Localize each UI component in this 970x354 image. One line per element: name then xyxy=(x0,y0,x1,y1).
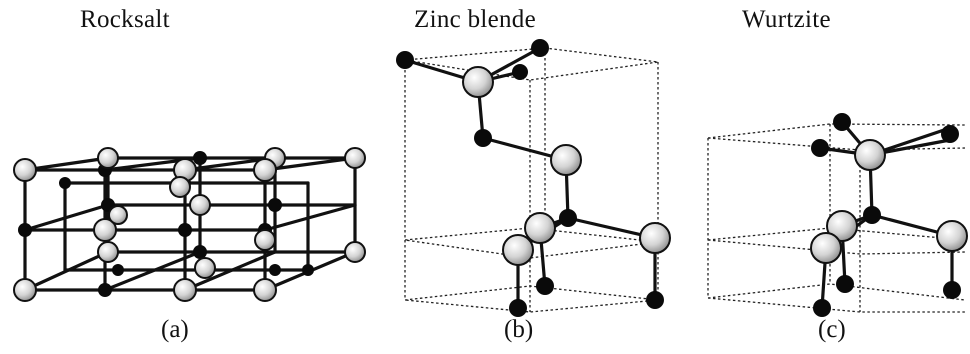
wurtzite-title: Wurtzite xyxy=(742,6,831,33)
rocksalt-structure xyxy=(13,147,366,302)
zinc-blende-cell-outline xyxy=(404,47,659,313)
caption-c: (c) xyxy=(818,316,846,343)
wurtzite-structure xyxy=(707,113,968,317)
rocksalt-cations xyxy=(18,151,314,297)
wurtzite-cations xyxy=(811,113,961,317)
zinc-blende-title: Zinc blende xyxy=(414,6,537,33)
rocksalt-title: Rocksalt xyxy=(80,6,170,33)
zinc-blende-structure xyxy=(396,39,671,317)
zinc-blende-cations xyxy=(396,39,664,317)
zinc-blende-anions xyxy=(462,66,671,266)
caption-b: (b) xyxy=(504,316,534,343)
rocksalt-anions xyxy=(13,147,366,302)
wurtzite-anions xyxy=(810,139,968,264)
caption-a: (a) xyxy=(161,316,189,343)
